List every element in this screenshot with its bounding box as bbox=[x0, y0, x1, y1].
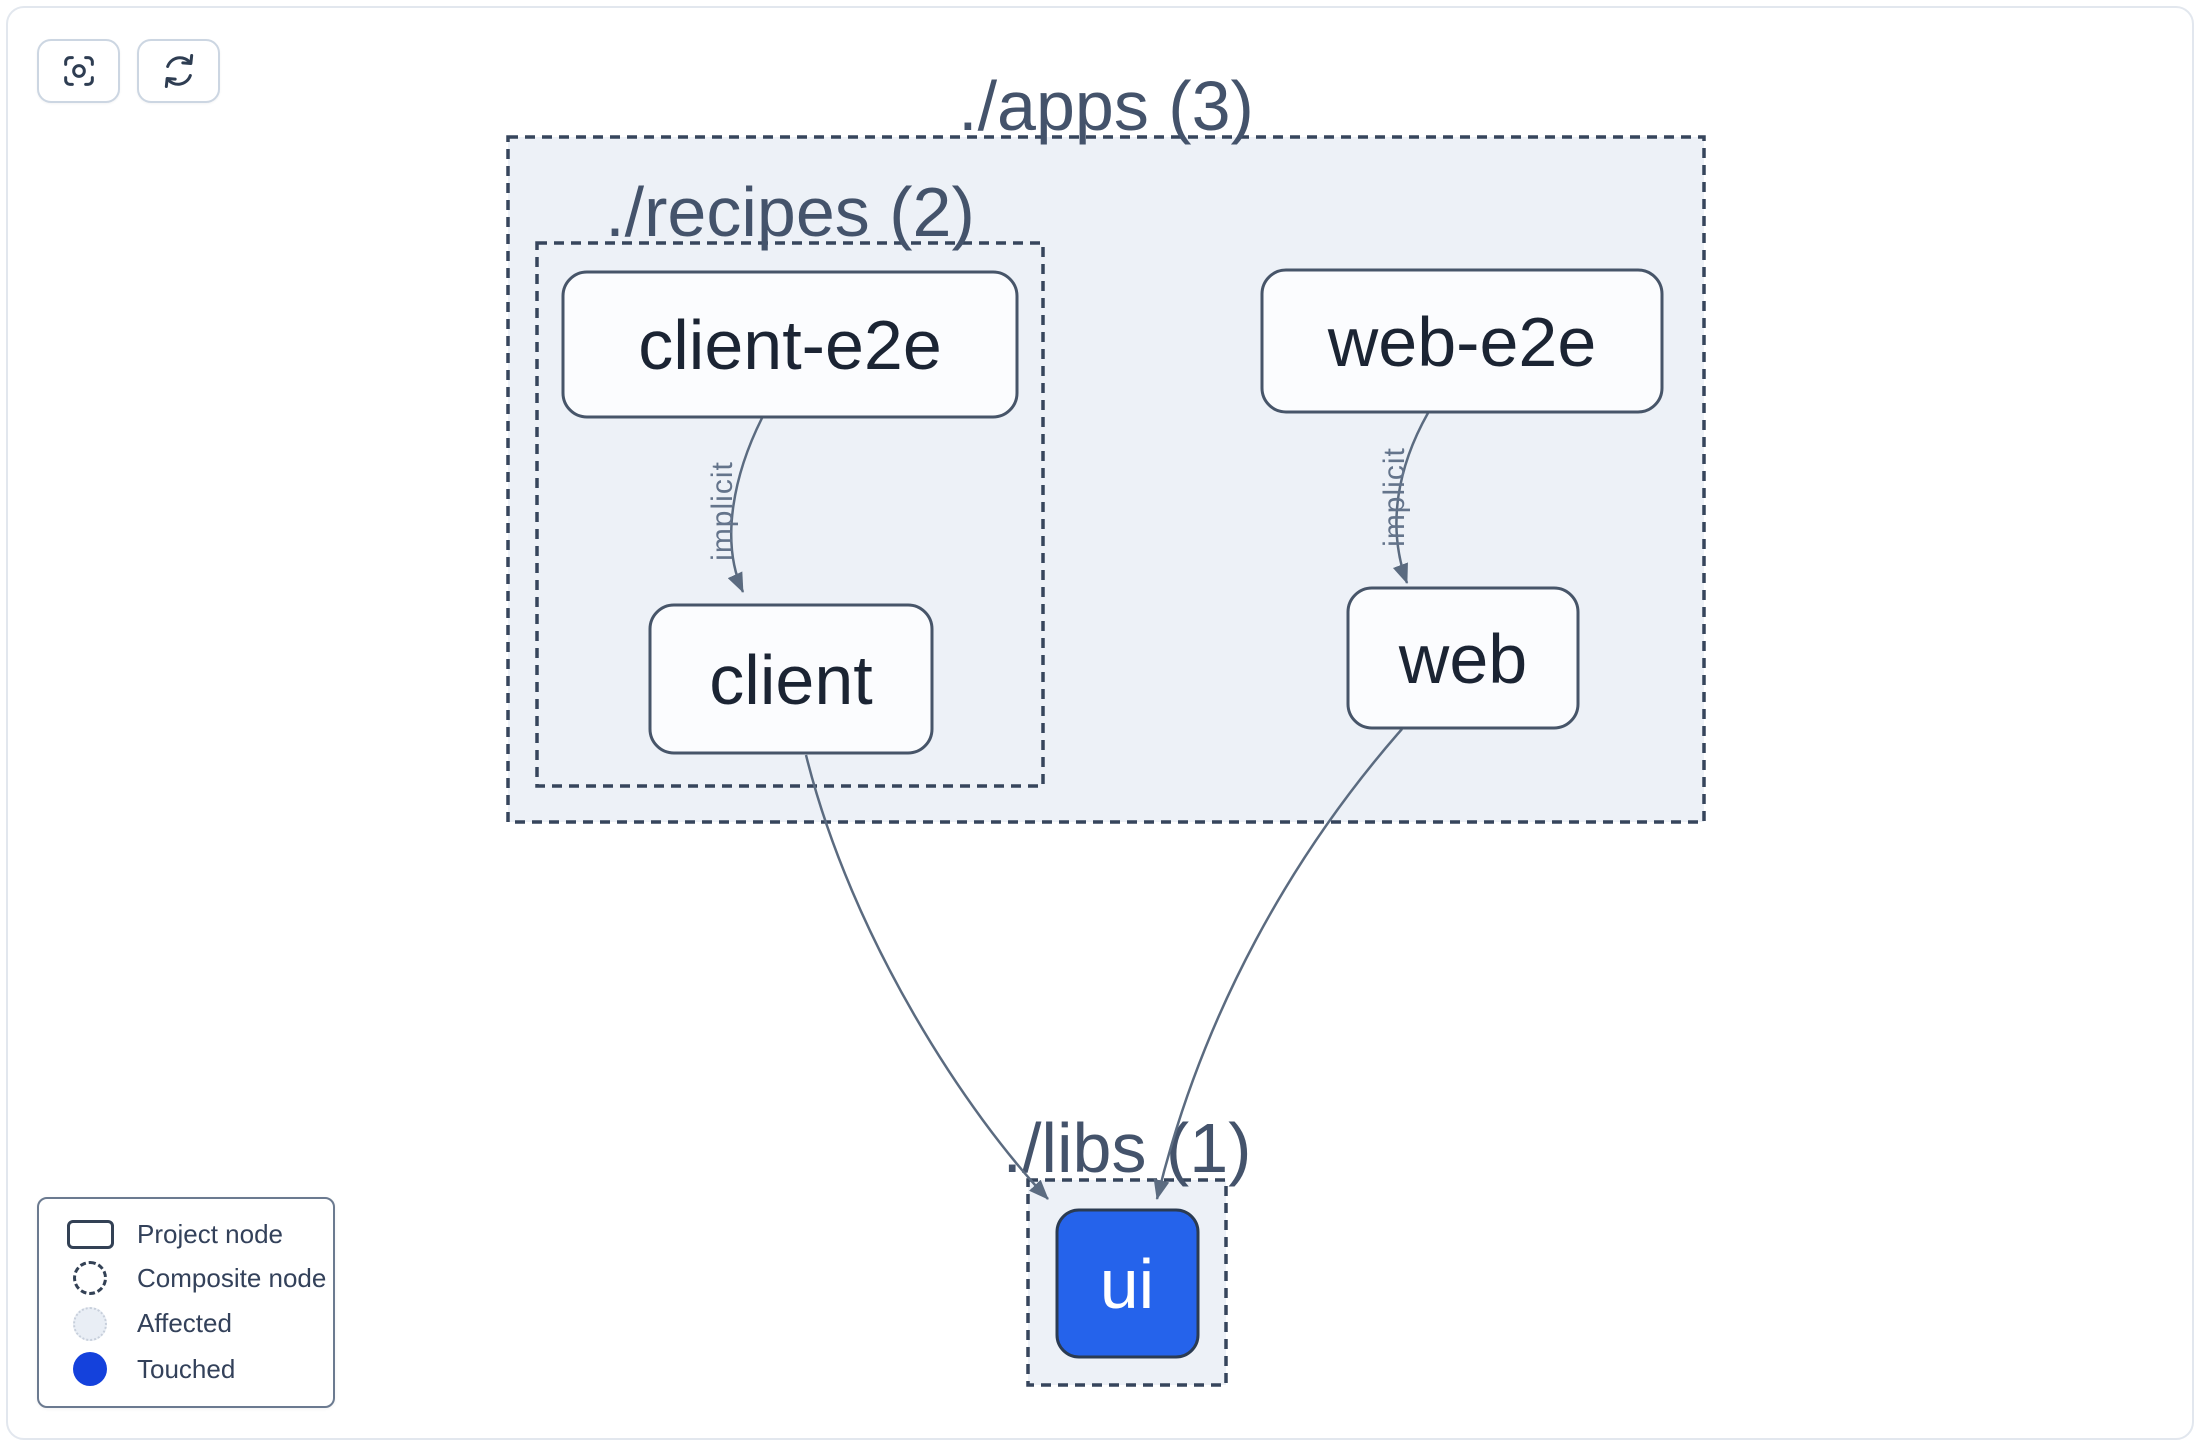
refresh-button[interactable] bbox=[137, 39, 220, 103]
composite-node-swatch bbox=[73, 1261, 107, 1296]
node-web-e2e[interactable]: web-e2e bbox=[1260, 268, 1664, 414]
legend-item-project-node: Project node bbox=[39, 1219, 333, 1250]
project-node-swatch bbox=[66, 1219, 114, 1249]
node-web[interactable]: web bbox=[1346, 586, 1580, 730]
legend-item-composite-node: Composite node bbox=[39, 1261, 333, 1296]
edge-web-to-ui[interactable] bbox=[1153, 728, 1403, 1200]
legend-label: Composite node bbox=[137, 1262, 327, 1293]
cluster-recipes-label: ./recipes (2) bbox=[605, 173, 975, 251]
legend-item-affected: Affected bbox=[39, 1306, 333, 1341]
edge-client-to-ui[interactable] bbox=[804, 754, 1049, 1200]
legend: Project node Composite node Affected Tou… bbox=[37, 1197, 335, 1408]
node-client-label: client bbox=[709, 641, 872, 719]
crosshair-focus-icon bbox=[63, 56, 94, 86]
graph-toolbar bbox=[37, 39, 220, 103]
legend-label: Affected bbox=[137, 1308, 232, 1339]
legend-item-touched: Touched bbox=[39, 1352, 333, 1387]
touched-swatch bbox=[73, 1352, 107, 1387]
node-client-e2e[interactable]: client-e2e bbox=[561, 270, 1019, 419]
edge-label-implicit: implicit bbox=[1378, 447, 1411, 547]
edge-label-implicit: implicit bbox=[706, 461, 739, 561]
cluster-apps-label: ./apps (3) bbox=[958, 67, 1254, 145]
node-web-label: web bbox=[1398, 620, 1527, 698]
edge-client-e2e-to-client[interactable] bbox=[727, 417, 764, 593]
affected-swatch bbox=[73, 1306, 107, 1341]
legend-label: Touched bbox=[137, 1353, 236, 1384]
cluster-libs-label: ./libs (1) bbox=[1003, 1109, 1252, 1187]
legend-label: Project node bbox=[137, 1218, 283, 1249]
refresh-cycle-icon bbox=[164, 54, 193, 88]
node-ui-label: ui bbox=[1100, 1245, 1154, 1323]
node-client[interactable]: client bbox=[648, 603, 934, 755]
node-ui[interactable]: ui bbox=[1055, 1208, 1200, 1359]
edge-web-e2e-to-web[interactable] bbox=[1392, 412, 1430, 584]
focus-button[interactable] bbox=[37, 39, 120, 103]
node-web-e2e-label: web-e2e bbox=[1327, 303, 1597, 381]
node-client-e2e-label: client-e2e bbox=[638, 306, 942, 384]
